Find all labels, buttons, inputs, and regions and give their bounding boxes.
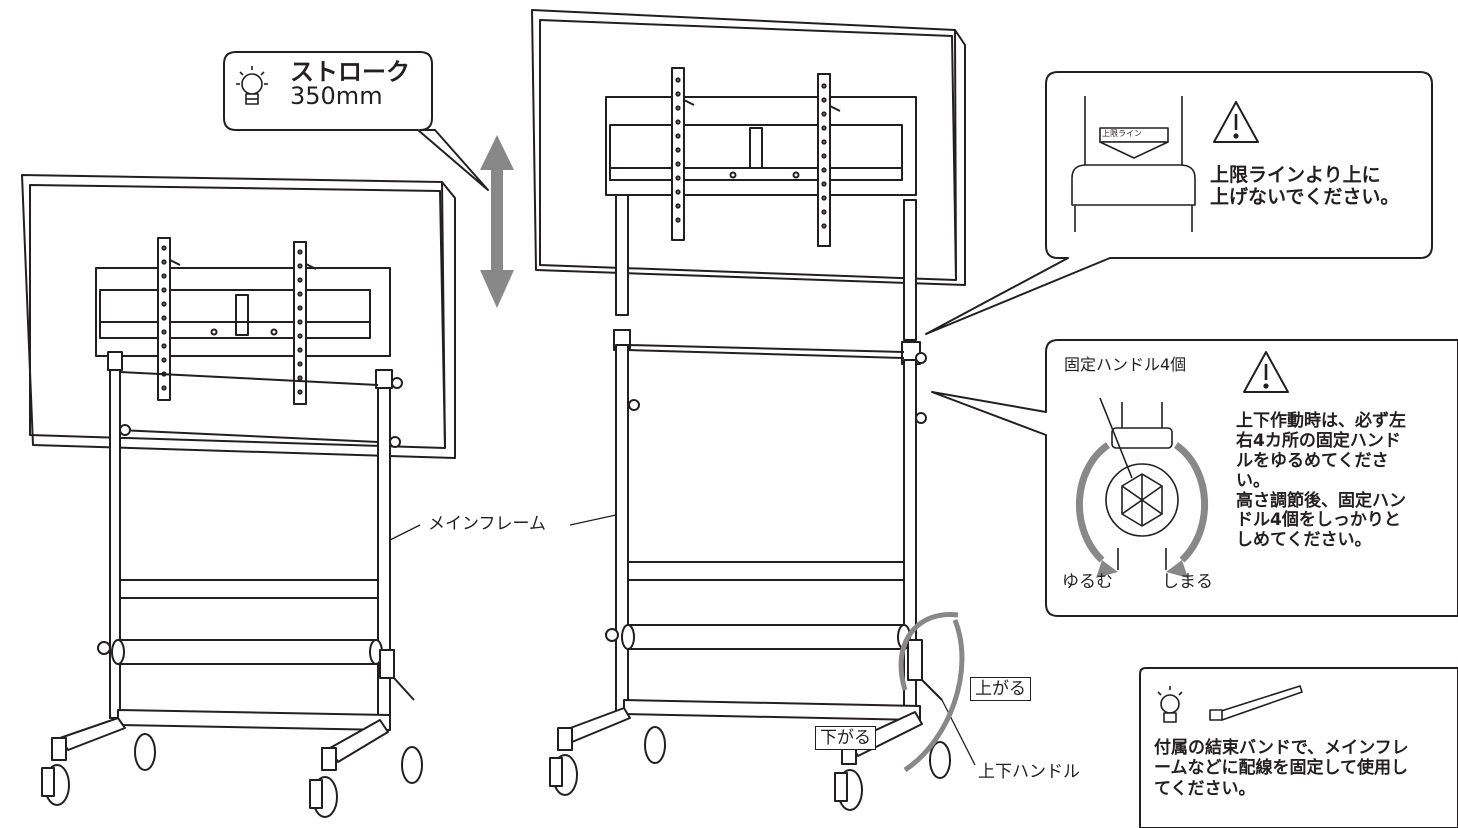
left-base xyxy=(51,709,391,771)
down-label: 下がる xyxy=(815,726,876,751)
instruction-line: 高さ調節後、固定ハン xyxy=(1236,490,1406,511)
instruction-line: い。 xyxy=(1236,470,1270,491)
lift-handle-leader xyxy=(941,699,976,766)
left-casters xyxy=(41,733,423,818)
crank-rotation-arrow xyxy=(903,619,965,773)
left-stand xyxy=(21,174,456,818)
lift-handle-label: 上下ハンドル xyxy=(978,762,1080,782)
tighten-arrow xyxy=(1173,442,1209,563)
tighten-label: しまる xyxy=(1162,572,1213,592)
fixing-knob-illustration xyxy=(1099,397,1179,570)
left-bracket-left xyxy=(157,237,181,401)
instruction-line: しめてください。 xyxy=(1236,530,1372,551)
cable-tie-icon xyxy=(1209,685,1303,721)
left-crank-roller xyxy=(97,639,415,701)
cable-tip-line: てください。 xyxy=(1154,778,1256,799)
right-stand xyxy=(531,9,976,811)
instruction-line: 上下作動時は、必ず左 xyxy=(1236,411,1406,431)
warning-icon xyxy=(1243,351,1289,393)
right-bracket-right xyxy=(817,73,841,247)
fixing-handle-callout-box xyxy=(931,339,1458,617)
lightbulb-icon xyxy=(236,66,268,105)
left-main-frame xyxy=(107,351,403,719)
main-frame-label: メインフレーム xyxy=(428,514,546,534)
loosen-label: ゆるむ xyxy=(1062,572,1113,592)
instruction-line: 右4カ所の固定ハンド xyxy=(1236,430,1401,451)
cable-tip-text: 付属の結束バンドで、メインフレ ームなどに配線を固定して使用し てください。 xyxy=(1154,738,1409,799)
left-mount-plate xyxy=(95,267,391,357)
cable-tip-line: 付属の結束バンドで、メインフレ xyxy=(1154,738,1409,758)
left-frame-leader xyxy=(389,524,421,541)
instruction-line: ドル4個をしっかりと xyxy=(1236,510,1401,531)
right-base xyxy=(557,699,923,765)
left-bracket-right xyxy=(293,241,317,405)
loosen-arrow xyxy=(1075,442,1111,563)
right-crank-roller xyxy=(605,624,943,701)
upper-limit-warning-line2: 上げないでください。 xyxy=(1210,186,1400,209)
stroke-value: 350mm xyxy=(290,82,383,110)
lightbulb-icon xyxy=(1157,686,1183,723)
cable-tip-box xyxy=(1139,667,1458,828)
upper-limit-warning-line1: 上限ラインより上に xyxy=(1210,164,1381,186)
right-frame-leader xyxy=(569,514,617,526)
cable-tip-line: ームなどに配線を固定して使用し xyxy=(1154,758,1408,779)
crank-rotation-arrow-up xyxy=(898,611,959,691)
stroke-label-line1: ストローク xyxy=(290,58,410,86)
instruction-line: ルをゆるめてくださ xyxy=(1236,450,1389,471)
fixing-handle-label: 固定ハンドル4個 xyxy=(1064,355,1187,374)
warning-icon xyxy=(1213,101,1259,143)
stroke-label: ストローク 350mm xyxy=(290,60,410,108)
up-label: 上がる xyxy=(970,677,1031,702)
stroke-double-arrow xyxy=(480,135,514,308)
upper-limit-callout-box xyxy=(925,71,1433,335)
limit-pole-illustration xyxy=(1071,96,1196,232)
right-main-frame xyxy=(613,194,927,716)
right-bracket-left xyxy=(671,67,695,241)
stroke-callout-box xyxy=(223,51,489,191)
right-mount-plate xyxy=(605,96,917,196)
upper-limit-warning: 上限ラインより上に 上げないでください。 xyxy=(1210,164,1399,209)
upper-limit-sticker: 上限ライン xyxy=(1102,129,1142,138)
right-casters xyxy=(549,726,951,811)
fixing-handle-instruction: 上下作動時は、必ず左 右4カ所の固定ハンド ルをゆるめてくださ い。 高さ調節後… xyxy=(1236,411,1406,551)
